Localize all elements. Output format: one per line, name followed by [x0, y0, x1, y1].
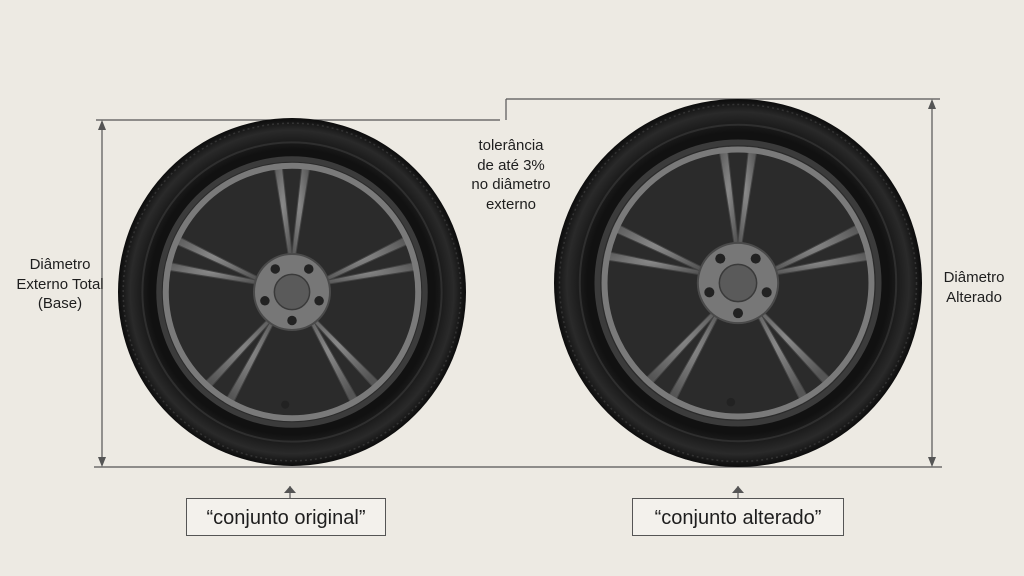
arrowhead: [98, 120, 106, 130]
tire-sidewall: [578, 123, 898, 443]
lug-nut: [304, 264, 314, 274]
center-cap: [718, 263, 758, 303]
lug-nut: [704, 287, 715, 298]
rim-outer-ring: [162, 162, 422, 422]
lug-nut: [314, 296, 324, 306]
center-cap: [273, 273, 311, 311]
lug-nut: [270, 264, 280, 274]
wheel-icon-altered: [554, 99, 922, 467]
valve-stem: [281, 400, 290, 409]
valve-stem: [726, 397, 736, 407]
altered-diameter-label: Diâmetro Alterado: [943, 269, 1005, 306]
arrowhead: [928, 99, 936, 109]
lug-nut: [260, 296, 270, 306]
caption-pointer-tip: [284, 486, 296, 493]
tolerance-line: externo: [485, 195, 537, 213]
lug-nut: [732, 308, 744, 319]
tire-tread: [558, 103, 918, 463]
lug-nut: [287, 315, 297, 326]
base-diameter-label: Diâmetro Externo Total (Base): [16, 256, 104, 312]
lug-nut: [761, 287, 772, 298]
tire-sidewall: [141, 141, 443, 443]
tire-tread: [122, 122, 462, 462]
tolerance-line: de até 3%: [477, 156, 545, 174]
arrowhead: [928, 457, 936, 467]
arrowhead: [98, 457, 106, 467]
wheel-icon-original: [118, 118, 466, 466]
rim-outer-ring: [601, 146, 875, 420]
lug-nut: [750, 253, 761, 264]
caption-altered-set: “conjunto alterado”: [632, 498, 844, 536]
caption-pointer-tip: [732, 486, 744, 493]
arrowheads: [98, 99, 936, 493]
caption-original-set: “conjunto original”: [186, 498, 386, 536]
tolerance-note: tolerância de até 3% no diâmetro externo: [446, 136, 576, 214]
tolerance-line: no diâmetro: [471, 176, 551, 193]
dimension-lines: [94, 98, 942, 498]
tolerance-line: tolerância: [478, 137, 544, 154]
lug-nut: [715, 253, 726, 264]
